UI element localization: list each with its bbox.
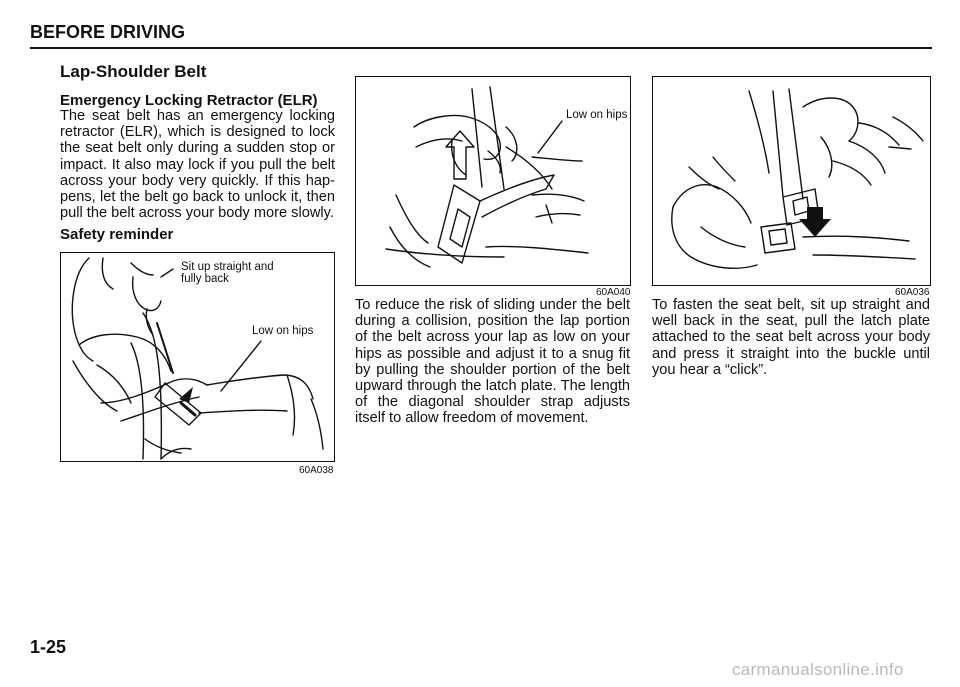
figure-code: 60A038 [299,465,334,476]
figure-code: 60A036 [895,287,930,298]
safety-reminder-figure: Sit up straight and fully back Low on hi… [60,252,335,462]
elr-subtitle: Emergency Locking Retractor (ELR) [60,92,318,109]
page-header: BEFORE DRIVING [30,22,186,42]
callout-sit-up: Sit up straight and fully back [181,261,274,285]
elr-paragraph: The seat belt has an emergency locking r… [60,108,335,222]
header-rule [30,47,932,49]
lap-belt-paragraph: To reduce the risk of sliding under the … [355,297,630,427]
safety-reminder-title: Safety reminder [60,226,174,243]
lap-belt-figure: Low on hips [355,76,631,286]
site-watermark: carmanualsonline.info [732,660,904,679]
fastening-belt-figure [652,76,931,286]
callout-low-on-hips: Low on hips [566,109,628,121]
figure-code: 60A040 [596,287,631,298]
section-title: Lap-Shoulder Belt [60,62,207,81]
fasten-belt-paragraph: To fasten the seat belt, sit up straight… [652,297,930,378]
seated-person-illustration [71,257,324,460]
buckle-illustration [671,88,924,269]
page-number: 1-25 [30,637,67,657]
callout-low-on-hips: Low on hips [252,325,314,337]
lap-belt-illustration [385,86,589,268]
